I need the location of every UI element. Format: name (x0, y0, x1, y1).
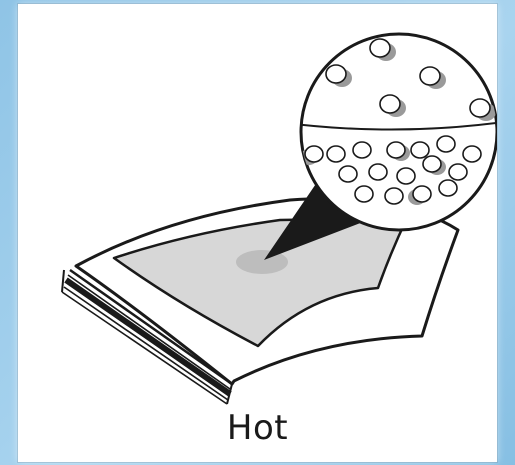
particle-icon (327, 146, 345, 162)
particle-icon (449, 164, 467, 180)
particle-icon (369, 164, 387, 180)
particle-icon (397, 168, 415, 184)
heat-pack-diagram (18, 4, 497, 462)
particle-icon (463, 146, 481, 162)
particle-icon (355, 186, 373, 202)
illustration-panel: Hot (18, 4, 497, 462)
particle-icon (411, 142, 429, 158)
caption-label: Hot (18, 408, 497, 448)
particle-icon (439, 180, 457, 196)
particle-icon (339, 166, 357, 182)
particle-icon (353, 142, 371, 158)
particle-icon (385, 188, 403, 204)
particle-icon (437, 136, 455, 152)
